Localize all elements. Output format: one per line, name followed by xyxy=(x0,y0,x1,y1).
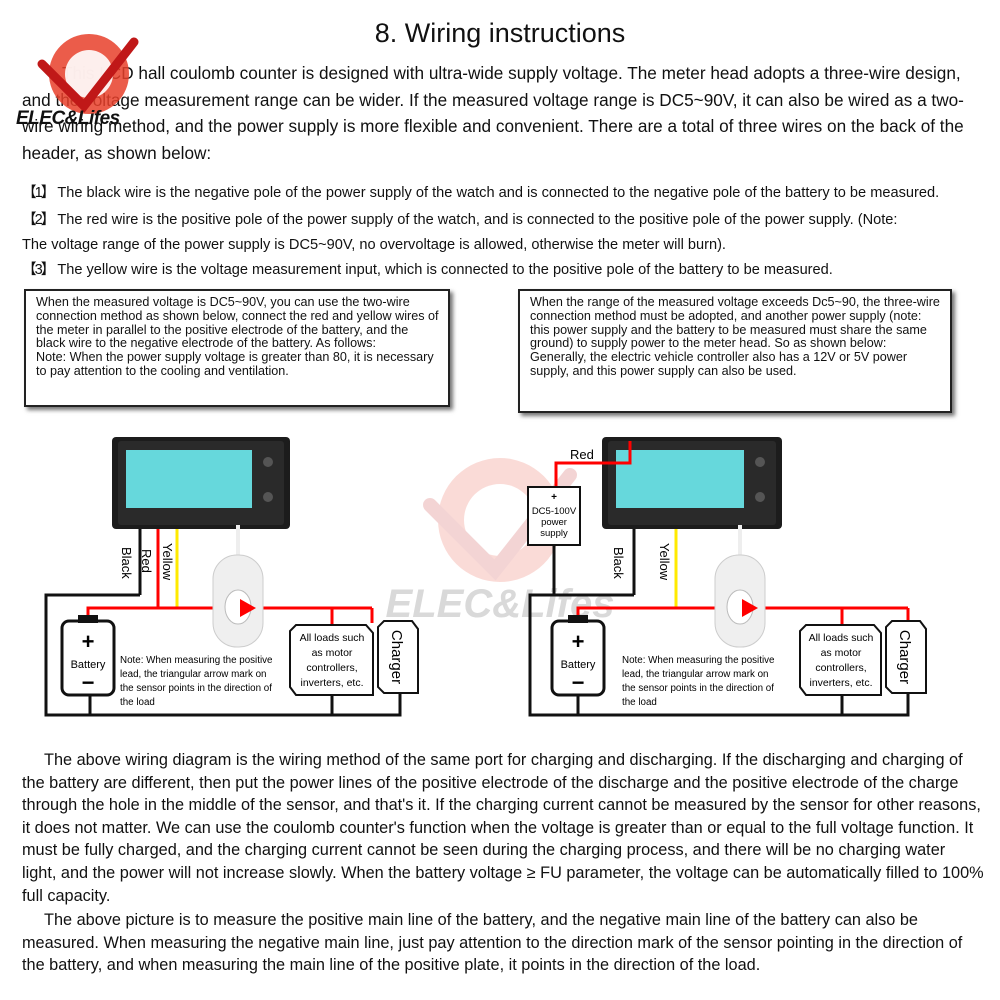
body-paragraph-1: The above wiring diagram is the wiring m… xyxy=(22,749,984,907)
power-supply-label: DC5-100V xyxy=(532,506,577,517)
paragraph-text: The above wiring diagram is the wiring m… xyxy=(22,751,984,905)
power-supply-label: supply xyxy=(540,528,568,539)
wire-item-number: 【2】 xyxy=(22,212,55,228)
wire-item-2: 【2】The red wire is the positive pole of … xyxy=(22,208,992,232)
meter-head-left xyxy=(112,437,290,529)
battery-label: Battery xyxy=(71,659,106,671)
charger-label: Charger xyxy=(388,630,405,684)
wire-item-number: 【3】 xyxy=(22,262,55,278)
sensor-note-line: the load xyxy=(120,697,155,708)
intro-paragraph: This LCD hall coulomb counter is designe… xyxy=(22,63,964,163)
hall-sensor-right xyxy=(714,525,766,648)
box-text: When the range of the measured voltage e… xyxy=(530,295,940,351)
black-wire-label: Black xyxy=(611,547,626,579)
loads-line: as motor xyxy=(821,647,862,659)
loads-line: All loads such xyxy=(809,632,874,644)
power-supply-label: power xyxy=(541,517,567,528)
battery-left xyxy=(60,615,116,697)
sensor-note-line: lead, the triangular arrow mark on xyxy=(622,669,768,680)
yellow-wire-label: Yellow xyxy=(160,543,175,581)
loads-line: inverters, etc. xyxy=(300,677,363,689)
power-supply-plus: + xyxy=(551,492,557,503)
battery-minus-label: − xyxy=(572,670,585,695)
body-paragraph-2: The above picture is to measure the posi… xyxy=(22,909,984,977)
wire-item-1: 【1】The black wire is the negative pole o… xyxy=(22,181,992,205)
hall-sensor-left xyxy=(212,525,264,648)
meter-head-right xyxy=(602,437,782,529)
loads-line: All loads such xyxy=(300,632,365,644)
wire-item-number: 【1】 xyxy=(22,185,55,201)
sensor-note-line: the sensor points in the direction of xyxy=(622,683,774,694)
two-wire-info-box: When the measured voltage is DC5~90V, yo… xyxy=(24,289,450,407)
three-wire-info-box: When the range of the measured voltage e… xyxy=(518,289,952,413)
charger-label: Charger xyxy=(896,630,913,684)
sensor-note-line: the sensor points in the direction of xyxy=(120,683,272,694)
loads-line: inverters, etc. xyxy=(809,677,872,689)
brand-logo-text: ELEC&Lifes xyxy=(16,108,120,129)
sensor-note-line: Note: When measuring the positive xyxy=(120,655,273,666)
yellow-wire-label: Yellow xyxy=(657,543,672,581)
loads-line: as motor xyxy=(312,647,353,659)
wiring-diagram: ELEC&Lifes + Battery − All loads such as… xyxy=(44,437,927,717)
charger-box-left xyxy=(377,620,419,694)
brand-logo xyxy=(37,34,139,114)
box-text: When the measured voltage is DC5~90V, yo… xyxy=(36,295,439,351)
battery-label: Battery xyxy=(561,659,596,671)
red-wire-label: Red xyxy=(139,549,154,573)
loads-line: controllers, xyxy=(306,662,357,674)
black-wire-label: Black xyxy=(119,547,134,579)
battery-minus-label: − xyxy=(82,670,95,695)
box-note: Note: When the power supply voltage is g… xyxy=(36,350,434,378)
wire-item-text: The yellow wire is the voltage measureme… xyxy=(57,262,833,278)
battery-plus-label: + xyxy=(82,629,95,654)
loads-box-left xyxy=(289,624,374,696)
sensor-note-line: Note: When measuring the positive xyxy=(622,655,775,666)
loads-box-right xyxy=(799,624,882,696)
page-title: 8. Wiring instructions xyxy=(374,18,626,48)
battery-right xyxy=(550,615,606,697)
wire-item-text: The black wire is the negative pole of t… xyxy=(57,185,940,201)
paragraph-text: The above picture is to measure the posi… xyxy=(22,911,963,975)
wire-item-3: 【3】The yellow wire is the voltage measur… xyxy=(22,258,992,282)
wire-item-text: The red wire is the positive pole of the… xyxy=(57,212,898,228)
box-note: Generally, the electric vehicle controll… xyxy=(530,350,908,378)
sensor-note-line: the load xyxy=(622,697,657,708)
loads-line: controllers, xyxy=(815,662,866,674)
wire-item-2-continued: The voltage range of the power supply is… xyxy=(22,237,726,253)
charger-box-right xyxy=(885,620,927,694)
battery-plus-label: + xyxy=(572,629,585,654)
sensor-note-line: lead, the triangular arrow mark on xyxy=(120,669,266,680)
supply-red-label: Red xyxy=(570,447,594,462)
